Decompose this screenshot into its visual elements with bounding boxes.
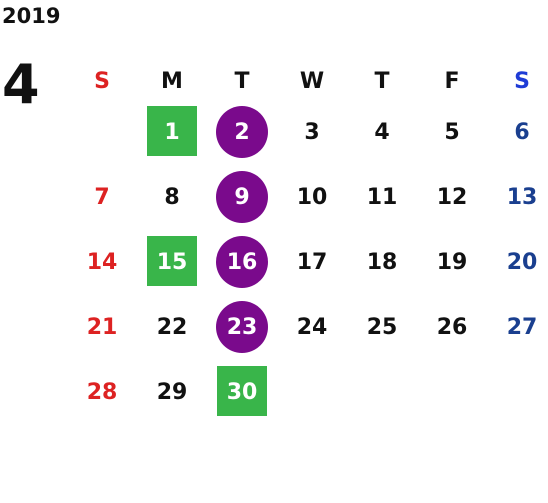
- day-number: 26: [436, 315, 468, 340]
- day-number: 27: [506, 315, 538, 340]
- day-number: 21: [86, 315, 118, 340]
- day-number: 5: [444, 120, 460, 145]
- day-cell[interactable]: 14: [67, 230, 137, 295]
- day-cell[interactable]: 13: [487, 165, 548, 230]
- day-cell[interactable]: 1: [137, 100, 207, 165]
- day-cell[interactable]: 16: [207, 230, 277, 295]
- day-number: 30: [226, 380, 258, 405]
- day-cell[interactable]: 24: [277, 295, 347, 360]
- day-number: 28: [86, 380, 118, 405]
- day-cell[interactable]: 22: [137, 295, 207, 360]
- day-number: 4: [374, 120, 390, 145]
- day-number: 20: [506, 250, 538, 275]
- day-number: 13: [506, 185, 538, 210]
- day-number: 3: [304, 120, 320, 145]
- day-number: 16: [226, 250, 258, 275]
- day-cell[interactable]: 9: [207, 165, 277, 230]
- day-number: 12: [436, 185, 468, 210]
- day-cell[interactable]: 25: [347, 295, 417, 360]
- day-number: 2: [234, 120, 250, 145]
- day-number: 7: [94, 185, 110, 210]
- day-number: 23: [226, 315, 258, 340]
- weekday-header-thursday: T: [374, 68, 390, 94]
- day-cell[interactable]: 26: [417, 295, 487, 360]
- day-cell[interactable]: 4: [347, 100, 417, 165]
- day-cell[interactable]: 23: [207, 295, 277, 360]
- empty-day-cell: [417, 360, 487, 425]
- day-cell[interactable]: 18: [347, 230, 417, 295]
- day-cell[interactable]: 28: [67, 360, 137, 425]
- day-cell[interactable]: 19: [417, 230, 487, 295]
- day-number: 24: [296, 315, 328, 340]
- day-number: 29: [156, 380, 188, 405]
- empty-day-cell: [487, 360, 548, 425]
- empty-day-cell: [277, 360, 347, 425]
- day-number: 17: [296, 250, 328, 275]
- day-cell[interactable]: 29: [137, 360, 207, 425]
- day-cell[interactable]: 8: [137, 165, 207, 230]
- day-number: 6: [514, 120, 530, 145]
- day-number: 18: [366, 250, 398, 275]
- day-number: 15: [156, 250, 188, 275]
- day-cell[interactable]: 3: [277, 100, 347, 165]
- weekday-header-tuesday: T: [234, 68, 250, 94]
- day-number: 1: [164, 120, 180, 145]
- day-number: 8: [164, 185, 180, 210]
- day-cell[interactable]: 6: [487, 100, 548, 165]
- day-cell[interactable]: 7: [67, 165, 137, 230]
- day-cell[interactable]: 30: [207, 360, 277, 425]
- weekday-header-sunday: S: [94, 68, 110, 94]
- day-cell[interactable]: 20: [487, 230, 548, 295]
- day-number: 25: [366, 315, 398, 340]
- day-number: 14: [86, 250, 118, 275]
- day-number: 10: [296, 185, 328, 210]
- day-number: 9: [234, 185, 250, 210]
- year-label: 2019: [2, 4, 61, 28]
- day-cell[interactable]: 2: [207, 100, 277, 165]
- weekday-header-monday: M: [161, 68, 183, 94]
- day-cell[interactable]: 17: [277, 230, 347, 295]
- weekday-header-friday: F: [444, 68, 460, 94]
- weekday-header-wednesday: W: [299, 68, 325, 94]
- day-number: 22: [156, 315, 188, 340]
- day-cell[interactable]: 11: [347, 165, 417, 230]
- empty-day-cell: [347, 360, 417, 425]
- day-number: 19: [436, 250, 468, 275]
- empty-day-cell: [67, 100, 137, 165]
- day-cell[interactable]: 15: [137, 230, 207, 295]
- month-number: 4: [2, 53, 40, 116]
- weekday-header-saturday: S: [514, 68, 530, 94]
- day-cell[interactable]: 12: [417, 165, 487, 230]
- day-number: 11: [366, 185, 398, 210]
- day-cell[interactable]: 5: [417, 100, 487, 165]
- day-cell[interactable]: 21: [67, 295, 137, 360]
- day-cell[interactable]: 10: [277, 165, 347, 230]
- day-cell[interactable]: 27: [487, 295, 548, 360]
